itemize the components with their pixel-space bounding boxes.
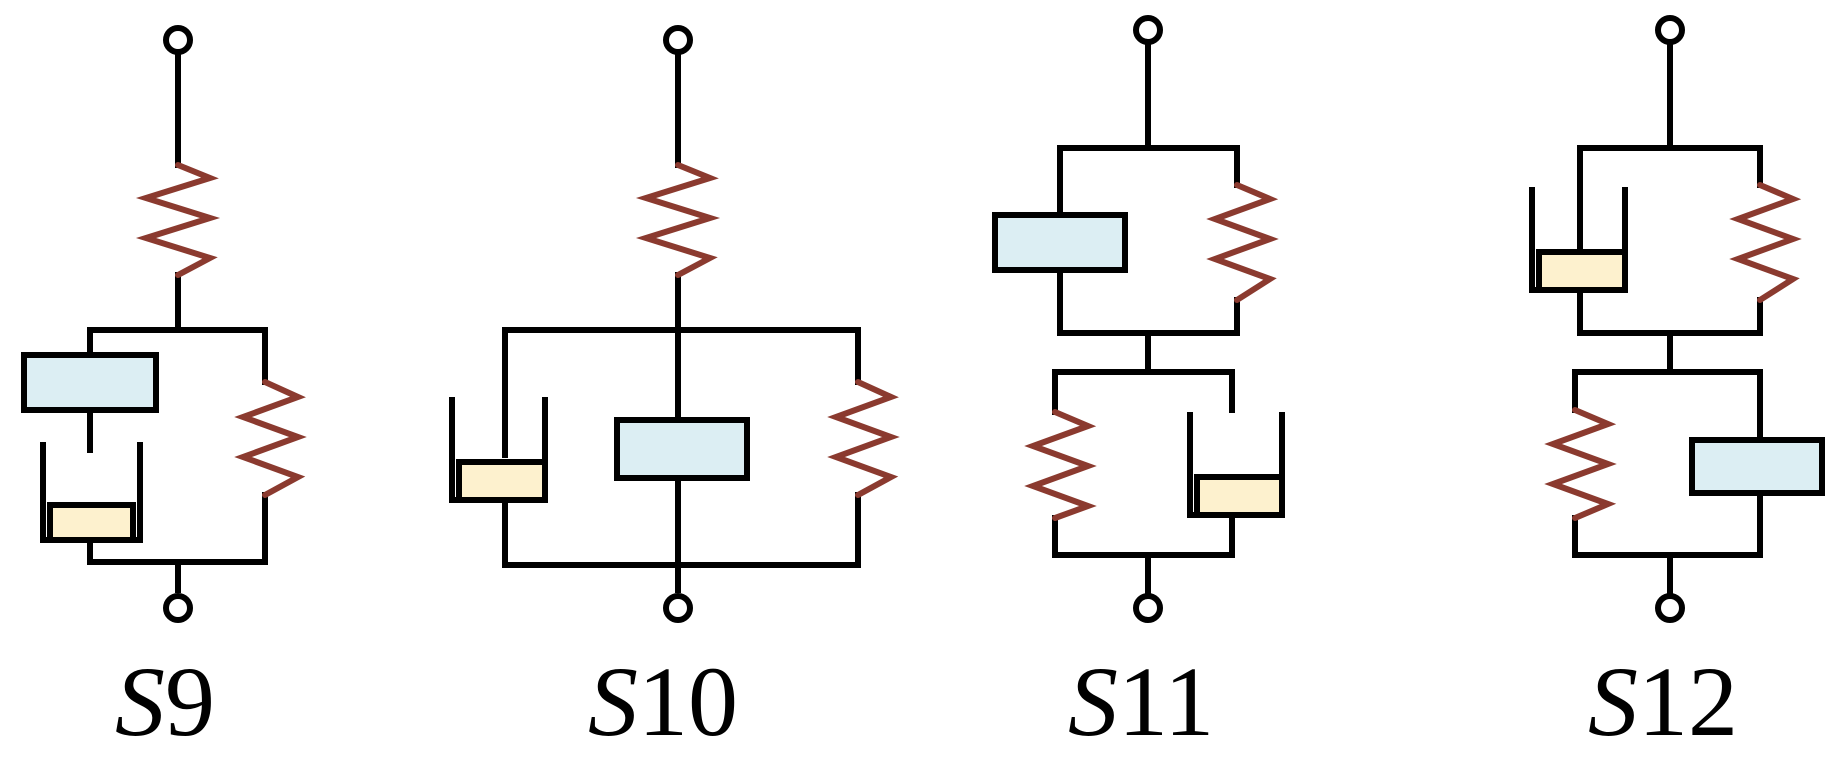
model-s11: S11 [992, 15, 1285, 757]
s12-wires [1572, 39, 1763, 595]
s9-rect-element [21, 352, 159, 413]
s12-label: S12 [1588, 646, 1738, 757]
s12-top-right-spring [1729, 182, 1802, 303]
s11-wires [1052, 39, 1240, 595]
model-s9: S9 [21, 25, 307, 757]
s11-bottom-terminal [1133, 593, 1163, 623]
s10-top-spring [635, 162, 721, 278]
s12-top-terminal [1655, 15, 1685, 45]
s11-bottom-left-spring [1024, 409, 1097, 521]
s11-rect-element [992, 212, 1128, 273]
s10-label: S10 [588, 646, 738, 757]
s9-bottom-terminal [163, 593, 193, 623]
s10-top-terminal [663, 25, 693, 55]
s10-rect-element [614, 417, 750, 481]
s12-bottom-left-spring [1544, 407, 1617, 521]
s9-top-terminal [163, 25, 193, 55]
s12-rect-element [1689, 437, 1825, 496]
s9-label: S9 [115, 646, 215, 757]
s11-dashpot [1187, 412, 1285, 518]
s9-right-spring [234, 379, 307, 498]
s11-label: S11 [1068, 646, 1214, 757]
model-s10: S10 [449, 25, 900, 757]
model-s12: S12 [1529, 15, 1825, 757]
s9-top-spring [135, 162, 221, 278]
s9-dashpot [40, 442, 143, 543]
s12-bottom-terminal [1655, 593, 1685, 623]
s9-wires [87, 49, 268, 593]
s11-top-right-spring [1206, 182, 1279, 303]
s10-bottom-terminal [663, 593, 693, 623]
s10-right-spring [827, 379, 900, 498]
s11-top-terminal [1133, 15, 1163, 45]
s10-wires [502, 49, 861, 593]
s10-dashpot [449, 397, 548, 503]
s12-dashpot [1529, 187, 1628, 293]
